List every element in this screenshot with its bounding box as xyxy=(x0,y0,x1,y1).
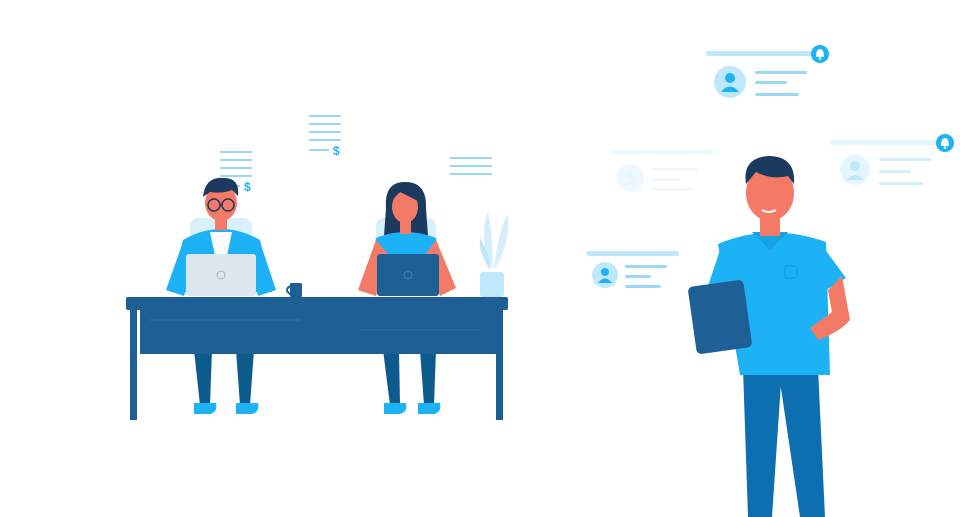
standing-man xyxy=(688,156,850,517)
notification-card-top xyxy=(706,45,829,98)
desk xyxy=(126,297,508,420)
seated-woman xyxy=(358,182,456,414)
user-icon xyxy=(616,164,644,192)
seated-man xyxy=(166,177,276,414)
dollar-icon: $ xyxy=(244,180,251,194)
tablet-icon xyxy=(688,280,752,354)
plant-icon xyxy=(479,212,509,297)
notification-card-faded xyxy=(610,150,716,192)
dollar-icon: $ xyxy=(333,144,340,158)
notification-card-small xyxy=(587,251,679,288)
mug-icon xyxy=(286,283,302,297)
laptop-icon xyxy=(186,254,256,296)
text-note-right xyxy=(450,157,492,175)
dollar-note-middle: $ xyxy=(309,115,341,158)
laptop-icon xyxy=(377,254,439,296)
notification-card-right xyxy=(830,134,954,185)
